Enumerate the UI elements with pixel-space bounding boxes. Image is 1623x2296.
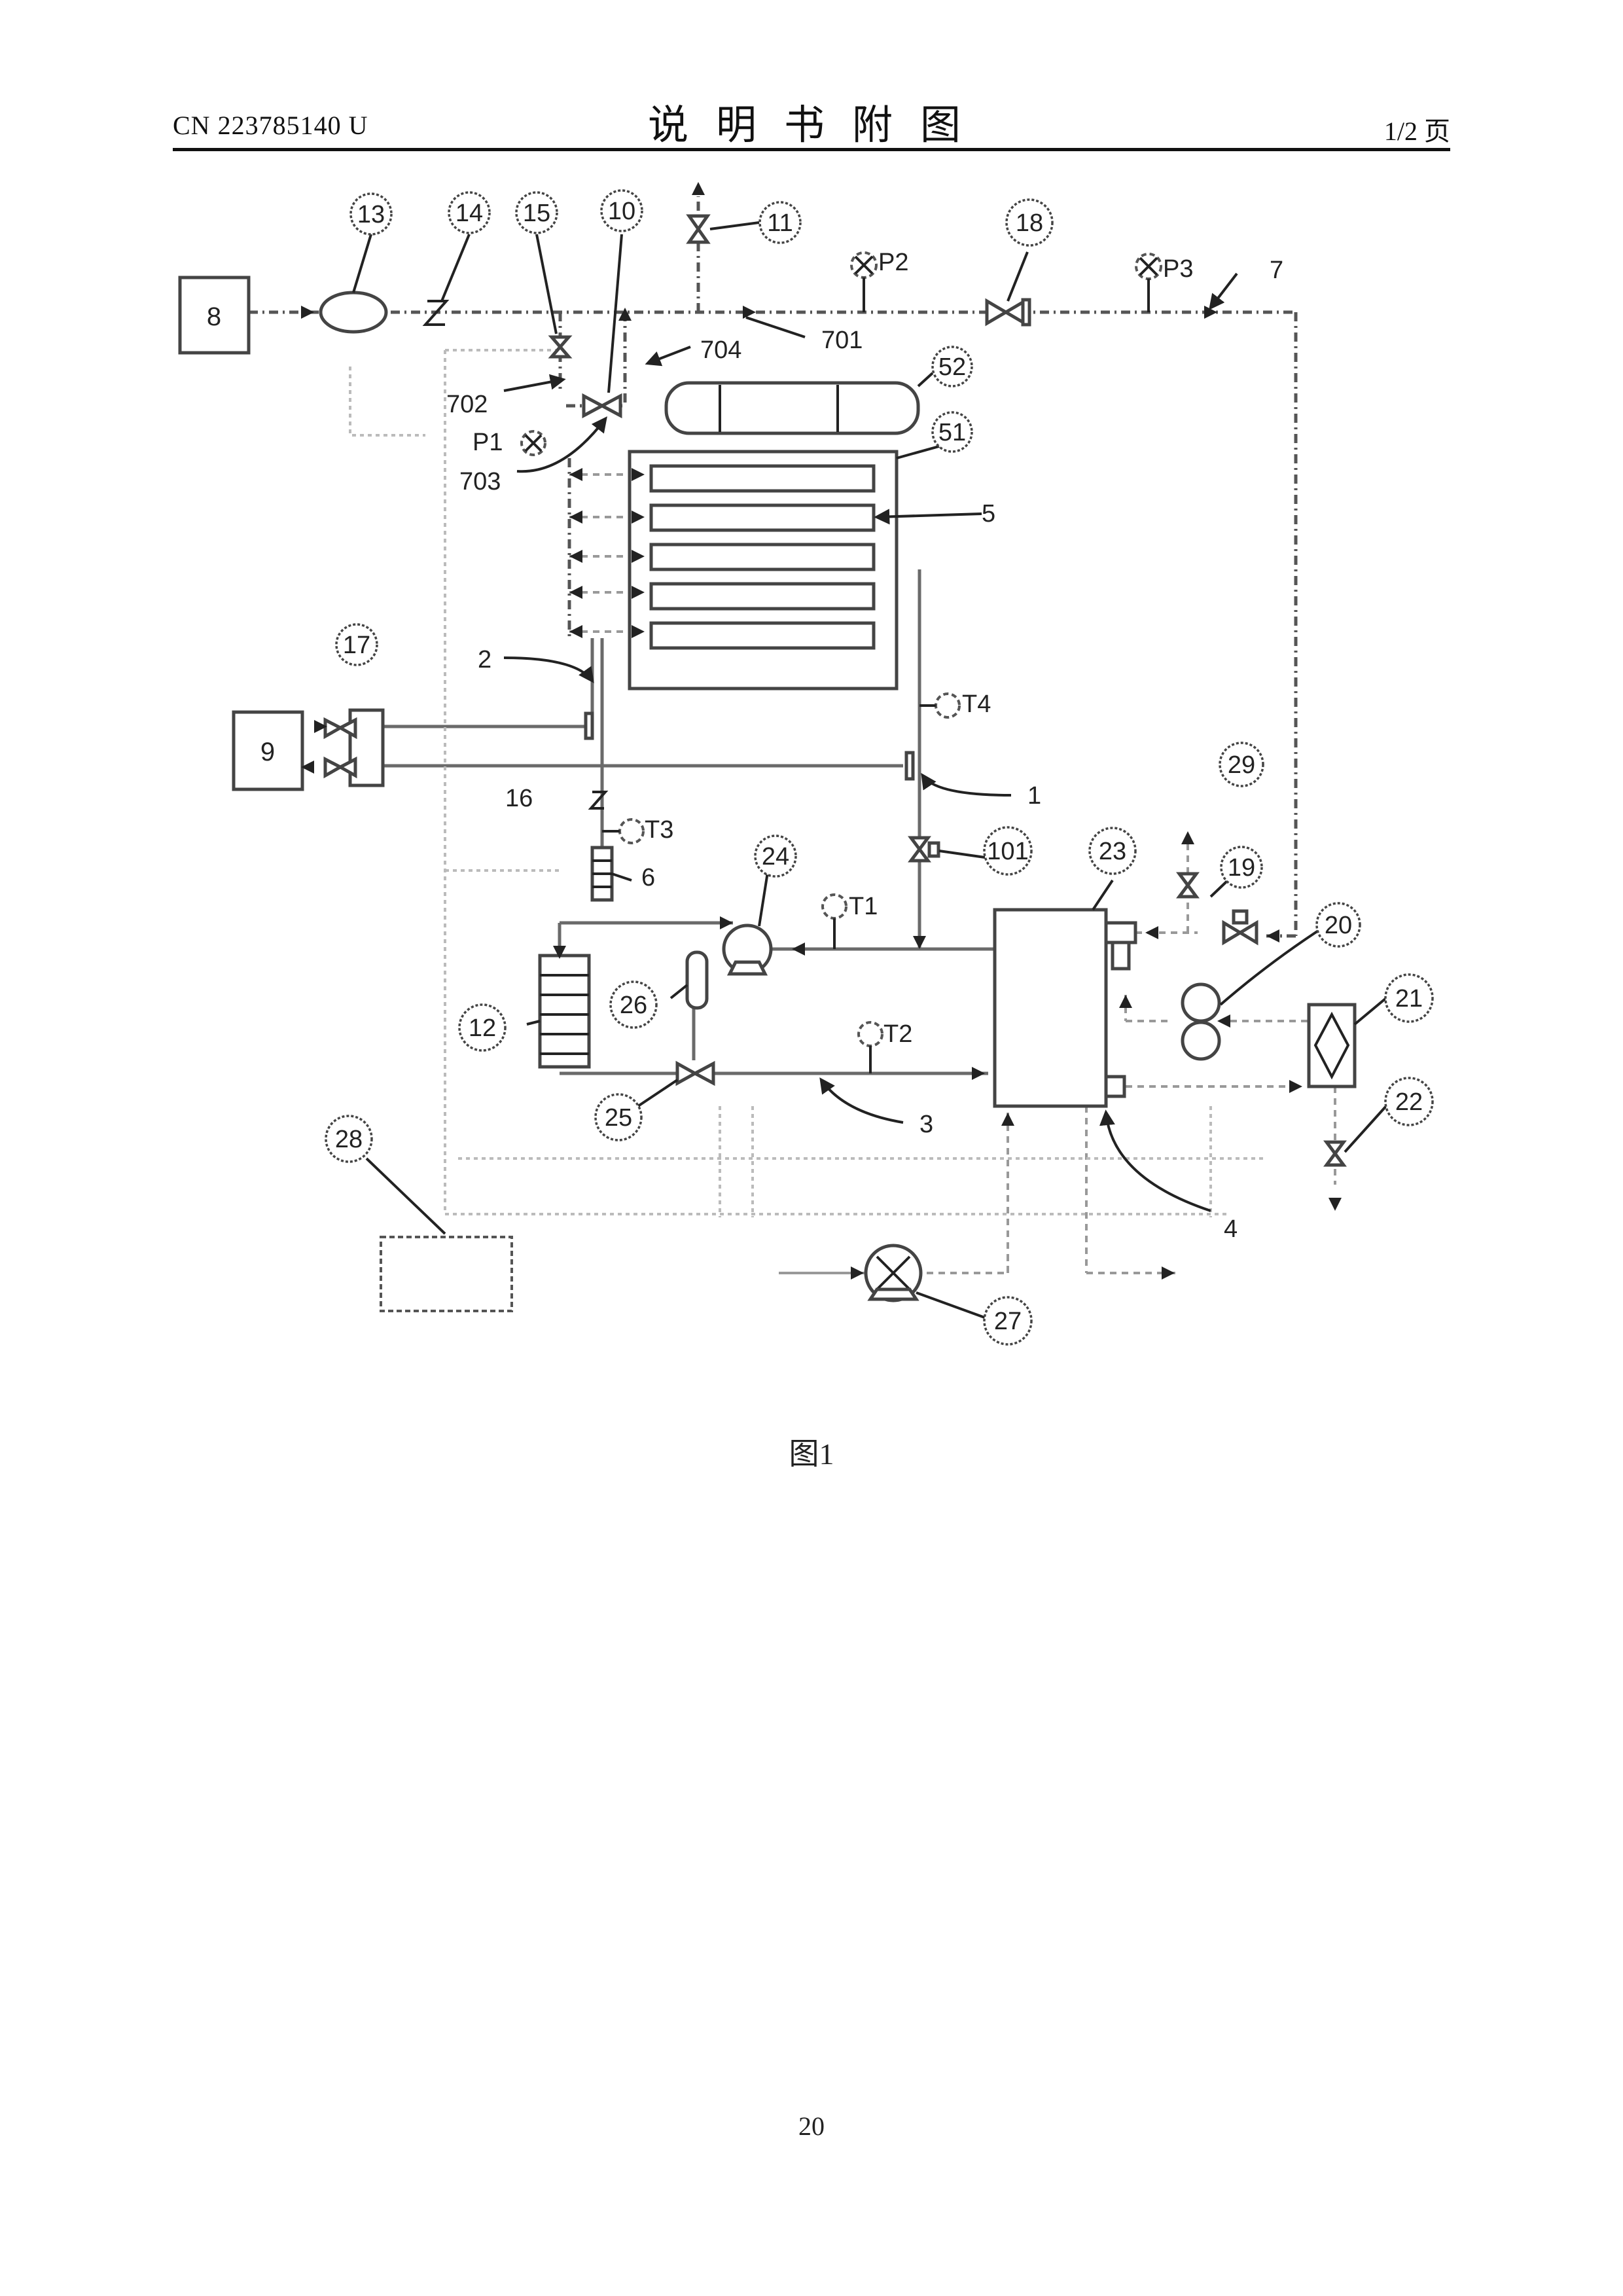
valve-703 — [584, 396, 620, 416]
label-p2: P2 — [878, 249, 908, 276]
callout-25: 25 — [596, 1094, 641, 1140]
callout-18: 18 — [1007, 200, 1052, 245]
label-p1: P1 — [473, 429, 503, 456]
label-7: 7 — [1270, 257, 1283, 284]
label-704: 704 — [700, 336, 741, 364]
tee-2 — [586, 713, 592, 738]
piping — [249, 196, 1335, 1273]
panel-5 — [651, 623, 874, 648]
filter-26 — [687, 952, 707, 1008]
callout-24: 24 — [755, 836, 796, 876]
svg-text:24: 24 — [762, 843, 789, 870]
callout-26: 26 — [611, 982, 656, 1028]
svg-text:52: 52 — [938, 353, 966, 381]
callout-21: 21 — [1385, 975, 1433, 1022]
label-1: 1 — [1027, 782, 1041, 810]
pump-20 — [1183, 984, 1219, 1021]
svg-text:29: 29 — [1228, 751, 1255, 779]
svg-text:19: 19 — [1228, 854, 1255, 882]
label-9: 9 — [260, 738, 275, 766]
valve-29 — [1179, 874, 1196, 897]
label-8: 8 — [207, 302, 221, 331]
panel-4 — [651, 584, 874, 609]
callout-6: 6 — [641, 864, 655, 891]
label-t4: T4 — [962, 691, 991, 718]
label-p3: P3 — [1163, 255, 1193, 283]
svg-text:101: 101 — [987, 838, 1028, 865]
callout-13: 13 — [351, 194, 391, 234]
callout-10: 10 — [601, 190, 642, 231]
label-4: 4 — [1224, 1215, 1238, 1243]
panel-2 — [651, 505, 874, 530]
svg-text:26: 26 — [620, 992, 647, 1019]
svg-text:12: 12 — [469, 1014, 496, 1042]
callout-28: 28 — [326, 1116, 372, 1162]
callout-16: 16 — [505, 785, 533, 812]
svg-text:23: 23 — [1099, 838, 1126, 865]
svg-text:13: 13 — [357, 201, 385, 228]
callout-17: 17 — [336, 624, 377, 665]
label-t3: T3 — [645, 816, 673, 844]
valve-101 — [911, 838, 928, 861]
panel-3 — [651, 545, 874, 569]
label-3: 3 — [919, 1111, 933, 1138]
callout-15: 15 — [516, 192, 557, 233]
svg-text:10: 10 — [608, 198, 635, 225]
temp-sensor-t1 — [823, 895, 846, 918]
check-valve-14 — [425, 301, 446, 325]
label-702: 702 — [446, 391, 488, 418]
svg-text:11: 11 — [767, 209, 793, 237]
controller-28 — [381, 1237, 512, 1311]
svg-text:14: 14 — [455, 200, 483, 227]
svg-text:27: 27 — [994, 1308, 1022, 1335]
water-tank-23 — [995, 910, 1106, 1106]
panel-1 — [651, 466, 874, 491]
temp-sensor-t2 — [859, 1022, 882, 1046]
svg-text:17: 17 — [343, 632, 370, 659]
callout-52: 52 — [933, 347, 972, 386]
callout-51: 51 — [933, 412, 972, 452]
tee-1 — [906, 753, 913, 779]
callout-23: 23 — [1090, 828, 1135, 874]
svg-text:25: 25 — [605, 1104, 632, 1132]
label-2: 2 — [478, 646, 491, 673]
svg-text:15: 15 — [523, 200, 550, 227]
filter-13 — [321, 293, 386, 332]
valve-22 — [1327, 1142, 1344, 1165]
figure-caption: 图1 — [772, 1430, 851, 1473]
callout-11: 11 — [760, 202, 800, 243]
page-number: 20 — [772, 2111, 851, 2142]
callout-20: 20 — [1317, 903, 1360, 946]
callout-19: 19 — [1221, 847, 1262, 888]
svg-text:18: 18 — [1016, 209, 1043, 237]
callout-22: 22 — [1385, 1078, 1433, 1125]
callout-27: 27 — [984, 1297, 1031, 1344]
svg-text:21: 21 — [1395, 985, 1423, 1013]
label-t1: T1 — [849, 893, 878, 920]
svg-text:22: 22 — [1395, 1088, 1423, 1116]
exchanger-12 — [540, 956, 589, 1067]
label-701: 701 — [821, 327, 863, 354]
label-5: 5 — [982, 500, 995, 528]
tank-52 — [666, 383, 918, 433]
callout-29: 29 — [1220, 743, 1263, 786]
label-703: 703 — [459, 468, 501, 495]
temp-sensor-t4 — [936, 694, 959, 717]
valve-25 — [677, 1064, 713, 1083]
callout-14: 14 — [449, 192, 490, 233]
temp-sensor-t3 — [620, 819, 643, 843]
valve-15 — [552, 337, 569, 357]
valve-19 — [1224, 923, 1257, 942]
label-t2: T2 — [883, 1020, 912, 1048]
svg-text:51: 51 — [938, 419, 966, 446]
svg-text:20: 20 — [1325, 912, 1352, 939]
valve-11 — [689, 216, 707, 242]
callout-101: 101 — [984, 827, 1031, 874]
valve-18 — [987, 301, 1025, 323]
svg-text:28: 28 — [335, 1126, 363, 1153]
callout-12: 12 — [459, 1005, 505, 1050]
